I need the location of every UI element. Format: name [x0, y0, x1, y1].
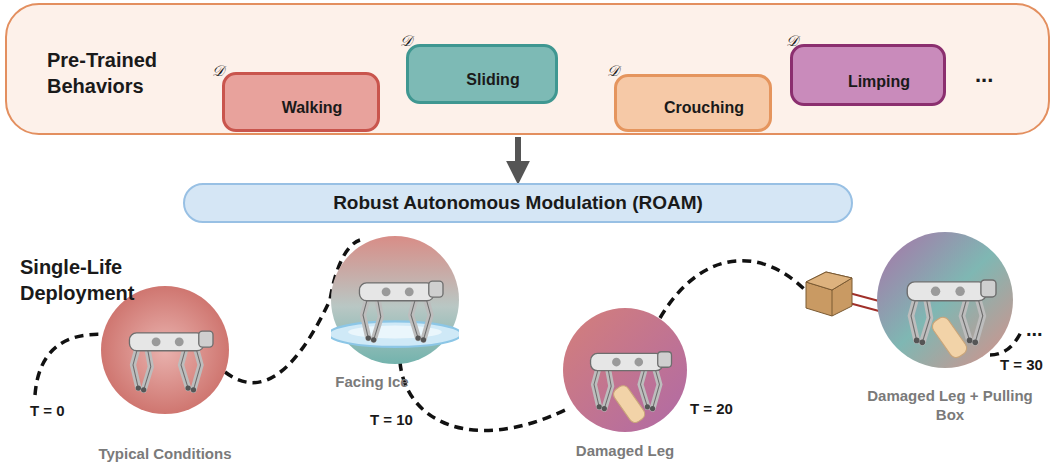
database-symbol: 𝒟: [212, 62, 224, 80]
ellipsis: ...: [975, 62, 993, 88]
box-label: Robust Autonomous Modulation (ROAM): [333, 192, 703, 214]
database-symbol: 𝒟: [607, 62, 619, 80]
ellipsis: ...: [1026, 318, 1043, 341]
behavior-box: Sliding: [406, 44, 558, 104]
scenario-caption: Damaged Leg: [576, 441, 674, 460]
time-label: T = 30: [1000, 356, 1043, 373]
scenario-circle: Damaged Leg: [563, 308, 687, 432]
scenario-illustration: [101, 286, 229, 414]
behavior-box: Walking: [222, 72, 380, 132]
time-label: T = 10: [370, 411, 413, 428]
scenario-caption: Damaged Leg + Pulling Box: [855, 386, 1045, 424]
database-symbol: 𝒟: [786, 32, 798, 50]
database-symbol: 𝒟: [400, 32, 412, 50]
box-label: Limping: [848, 73, 910, 91]
behavior-box: Crouching: [614, 74, 772, 132]
box-label: Sliding: [466, 71, 519, 89]
section-heading: Single-Life Deployment: [20, 254, 170, 306]
box-label: Crouching: [664, 99, 744, 117]
scenario-circle: Facing Ice: [331, 236, 459, 364]
behavior-box: Limping: [790, 44, 946, 106]
scenario-illustration: [877, 232, 1013, 368]
scenario-circle: Damaged Leg + Pulling Box: [877, 232, 1013, 368]
method-box: Robust Autonomous Modulation (ROAM): [183, 183, 853, 223]
scenario-illustration: [563, 308, 687, 432]
scenario-circle: Typical Conditions: [101, 286, 229, 414]
behaviors-panel: Pre-Trained BehaviorsWalking SlidingCrouc…: [5, 3, 1050, 135]
time-label: T = 0: [30, 402, 65, 419]
flow-arrow: [515, 137, 521, 174]
box-label: Walking: [282, 99, 343, 117]
scenario-caption: Facing Ice: [335, 372, 408, 391]
scenario-illustration: [331, 236, 459, 364]
scenario-caption: Typical Conditions: [98, 444, 231, 463]
time-label: T = 20: [690, 400, 733, 417]
panel-title: Pre-Trained Behaviors: [47, 47, 197, 99]
